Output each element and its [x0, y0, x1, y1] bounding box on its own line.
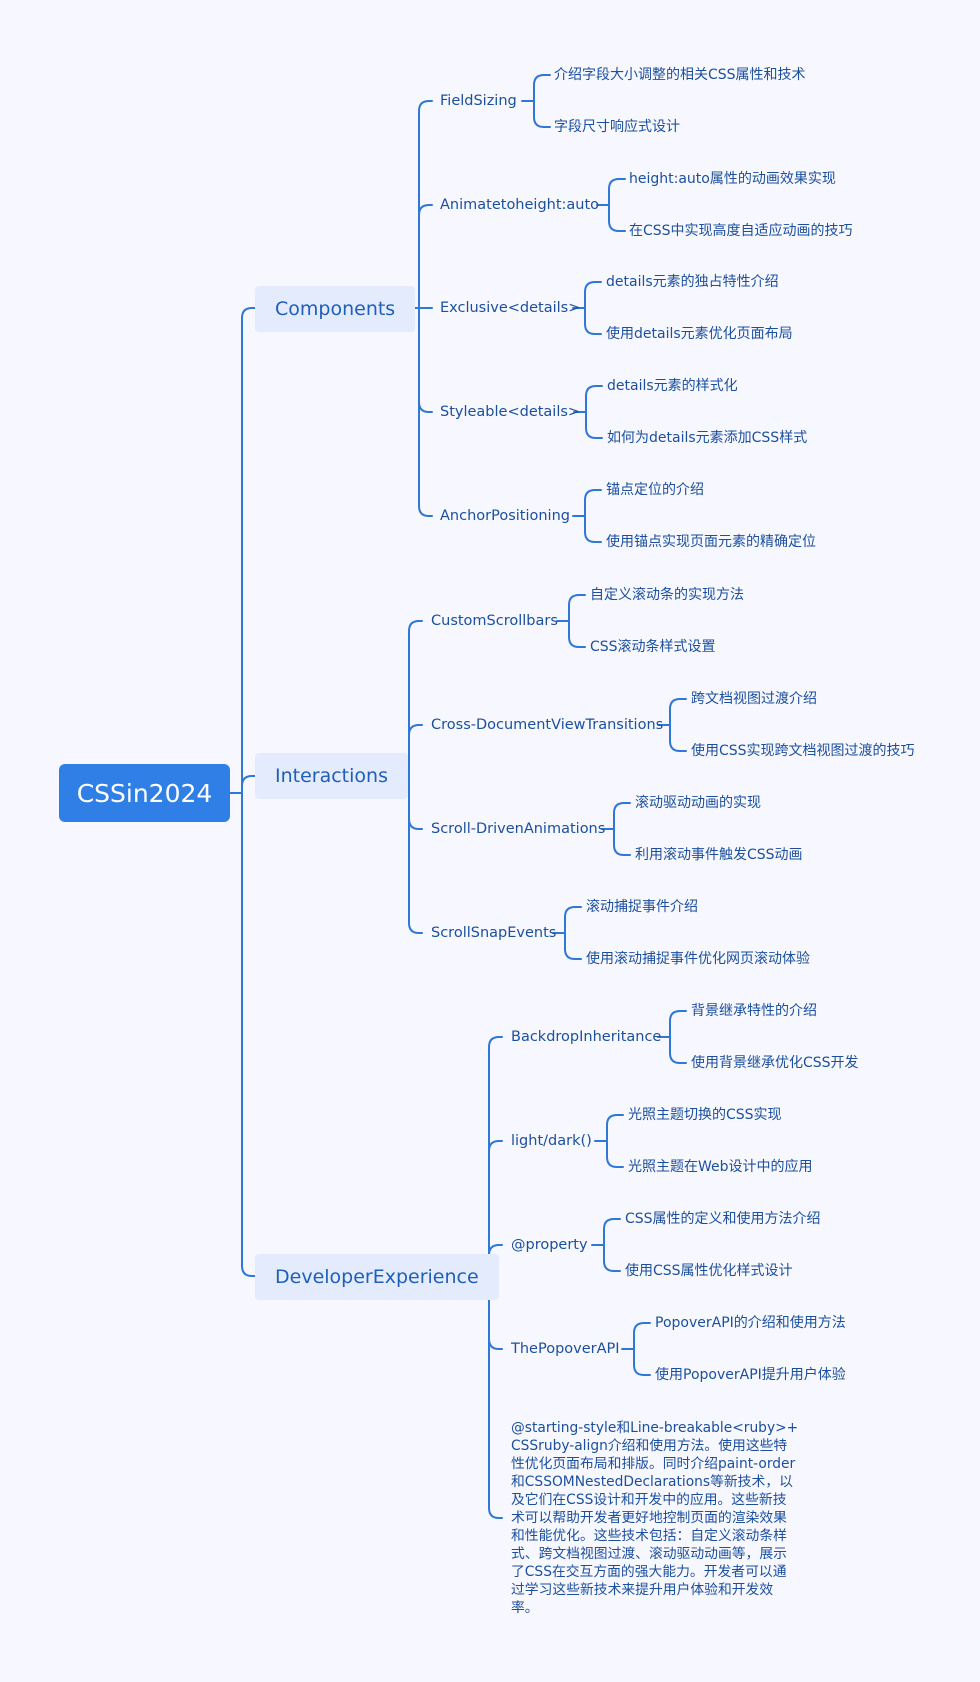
- edge-crossdoc-leaves: [657, 698, 687, 752]
- leaf-fieldsizing-1: 介绍字段大小调整的相关CSS属性和技术: [554, 67, 806, 83]
- topic-backdrop-inheritance: BackdropInheritance: [511, 1029, 662, 1045]
- leaf-styleable-1: details元素的样式化: [607, 378, 738, 394]
- branch-interactions: Interactions: [255, 753, 408, 799]
- leaf-animate-1: height:auto属性的动画效果实现: [629, 171, 836, 187]
- topic-starting-style-summary: @starting-style和Line-breakable<ruby>+CSS…: [511, 1420, 799, 1616]
- leaf-scrollbars-2: CSS滚动条样式设置: [590, 639, 716, 655]
- edge-devexp-starting: [476, 1275, 503, 1519]
- edge-root-interactions: [229, 775, 256, 794]
- leaf-snap-1: 滚动捕捉事件介绍: [586, 899, 698, 915]
- topic-fieldsizing: FieldSizing: [440, 93, 517, 109]
- leaf-lightdark-1: 光照主题切换的CSS实现: [628, 1107, 782, 1123]
- edge-animate-leaves: [596, 178, 626, 232]
- topic-animate-height: Animatetoheight:auto: [440, 197, 600, 213]
- topic-property: @property: [511, 1237, 588, 1253]
- topic-popover-api: ThePopoverAPI: [511, 1341, 620, 1357]
- edge-property-leaves: [591, 1218, 621, 1272]
- edge-interactions-snap: [396, 775, 423, 934]
- edge-devexp-backdrop: [476, 1036, 503, 1277]
- topic-exclusive-details: Exclusive<details>: [440, 300, 581, 316]
- leaf-exclusive-2: 使用details元素优化页面布局: [606, 326, 793, 342]
- edge-components-anchor: [406, 307, 433, 517]
- edge-scrolldriven-leaves: [601, 802, 631, 856]
- topic-custom-scrollbars: CustomScrollbars: [431, 613, 558, 629]
- branch-components: Components: [255, 286, 416, 332]
- leaf-snap-2: 使用滚动捕捉事件优化网页滚动体验: [586, 951, 810, 967]
- branch-developerexperience: DeveloperExperience: [255, 1254, 499, 1300]
- edge-components-fieldsizing: [406, 100, 433, 309]
- topic-scroll-driven-animations: Scroll-DrivenAnimations: [431, 821, 606, 837]
- edge-interactions-crossdoc: [396, 724, 423, 777]
- leaf-crossdoc-2: 使用CSS实现跨文档视图过渡的技巧: [691, 743, 915, 759]
- edge-anchor-leaves: [572, 489, 602, 543]
- leaf-backdrop-2: 使用背景继承优化CSS开发: [691, 1055, 859, 1071]
- topic-styleable-details: Styleable<details>: [440, 404, 581, 420]
- leaf-backdrop-1: 背景继承特性的介绍: [691, 1003, 817, 1019]
- edge-snap-leaves: [552, 906, 582, 960]
- root-node: CSSin2024: [59, 764, 230, 822]
- topic-cross-document-view-transitions: Cross-DocumentViewTransitions: [431, 717, 664, 733]
- leaf-animate-2: 在CSS中实现高度自适应动画的技巧: [629, 223, 853, 239]
- leaf-crossdoc-1: 跨文档视图过渡介绍: [691, 691, 817, 707]
- leaf-popover-2: 使用PopoverAPI提升用户体验: [655, 1367, 846, 1383]
- edge-components-animate: [406, 204, 433, 309]
- leaf-popover-1: PopoverAPI的介绍和使用方法: [655, 1315, 846, 1331]
- edge-exclusive-leaves: [572, 281, 602, 335]
- edge-lightdark-leaves: [594, 1114, 624, 1168]
- topic-anchor-positioning: AnchorPositioning: [440, 508, 570, 524]
- leaf-styleable-2: 如何为details元素添加CSS样式: [607, 430, 808, 446]
- leaf-fieldsizing-2: 字段尺寸响应式设计: [554, 119, 680, 135]
- edge-root-components: [229, 307, 256, 794]
- edge-interactions-scrollbars: [396, 620, 423, 777]
- edge-fieldsizing-leaves: [521, 74, 551, 128]
- edge-popover-leaves: [621, 1322, 651, 1376]
- leaf-lightdark-2: 光照主题在Web设计中的应用: [628, 1159, 813, 1175]
- leaf-property-1: CSS属性的定义和使用方法介绍: [625, 1211, 821, 1227]
- leaf-property-2: 使用CSS属性优化样式设计: [625, 1263, 793, 1279]
- leaf-anchor-1: 锚点定位的介绍: [606, 482, 704, 498]
- edge-scrollbars-leaves: [556, 594, 586, 648]
- edge-root-developerexperience: [229, 792, 256, 1277]
- edge-backdrop-leaves: [657, 1010, 687, 1064]
- leaf-scrolldriven-2: 利用滚动事件触发CSS动画: [635, 847, 803, 863]
- leaf-scrolldriven-1: 滚动驱动动画的实现: [635, 795, 761, 811]
- topic-light-dark: light/dark(): [511, 1133, 592, 1149]
- leaf-scrollbars-1: 自定义滚动条的实现方法: [590, 587, 744, 603]
- leaf-anchor-2: 使用锚点实现页面元素的精确定位: [606, 534, 816, 550]
- edge-devexp-lightdark: [476, 1140, 503, 1277]
- topic-scroll-snap-events: ScrollSnapEvents: [431, 925, 557, 941]
- leaf-exclusive-1: details元素的独占特性介绍: [606, 274, 779, 290]
- edge-styleable-leaves: [573, 385, 603, 439]
